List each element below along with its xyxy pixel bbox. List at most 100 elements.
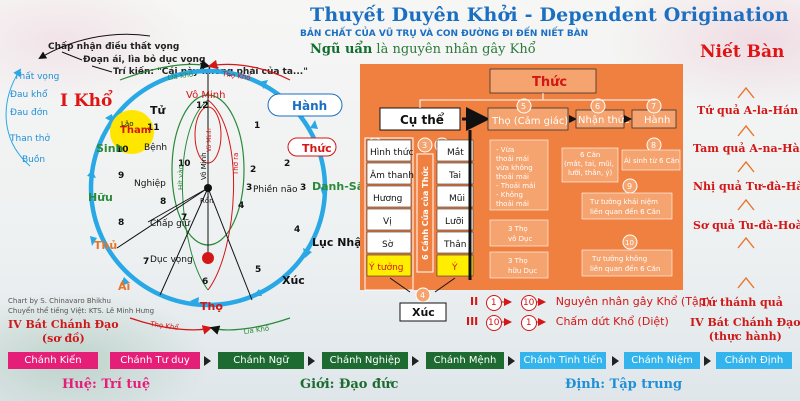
wheel-label-tho: Thọ [200,300,223,313]
flow-col3-label: 6 Cánh Cửa của Thức [420,166,430,260]
tham-label: Tham [120,125,151,136]
lia-kho-top-arc [119,59,211,81]
path-chanh-tu-duy: Chánh Tư duy [110,352,200,369]
quote-arrow-1 [38,33,151,60]
chap-giu-label: Chấp giữ [150,218,191,229]
wheel-label-ai: Ái [118,280,130,293]
lia-kho-bottom-label: Lìa Khổ [243,323,270,336]
path-chanh-tinh-tien: Chánh Tinh tiến [520,352,606,369]
nirvana-arrows [737,86,755,289]
wheel-num-9: 9 [118,171,124,181]
wheel-label-hanh: Hành [292,99,327,113]
lia-kho-bottom-arc [209,317,291,335]
inner-num-8: 8 [160,197,166,207]
tu-tuong-khong-num: 10 [625,239,634,247]
nghiep-label: Nghiệp [134,178,166,189]
flow-cu-the: Cụ thể [400,112,445,127]
quote-arrow-2 [61,51,83,61]
link-box-hanh: Hành [267,93,343,117]
wheel-num-8: 8 [118,218,124,228]
flow-xuc-num: 4 [420,291,425,300]
tho-kho-top-label: Thọ Khổ [221,69,252,82]
wheel-label-thuc: Thức [302,142,332,155]
object-4: Vị [383,217,392,227]
object-3: Hương [373,194,402,204]
link-box-thuc: Thức [287,137,337,157]
quote-2: Đoạn ái, lìa bỏ dục vọng [83,55,206,65]
legend-tap-text: Nguyên nhân gây Khổ (Tập) [555,295,710,308]
flow-nhan-thuc-label: Nhận thức [578,114,630,126]
sense-4: Lưỡi [445,217,464,227]
quote-arrow-3 [91,65,113,73]
bat-chanh-dao-right: IV Bát Chánh Đạo (thực hành) [690,316,800,344]
ngu-uan-rest: là nguyên nhân gây Khổ [376,42,536,57]
wheel-label-tu: Tử [150,104,167,117]
credits: Chart by S. Chinavaro Bhikhu Chuyển thể … [8,296,154,316]
sense-5: Thân [443,240,466,250]
tu-tuong-niem-num: 9 [627,182,632,191]
col-senses-cells [436,139,474,277]
stage-a-na-ham: Tam quả A-na-Hàm [693,142,800,155]
wheel-label-vo-minh: Vô Minh [186,89,225,101]
tho-kho-top-arc [207,59,291,81]
sense-6: Ý [451,261,458,273]
flow-col3-num: 3 [422,141,427,150]
chain-dau-don: Đau đớn [10,108,48,118]
wheel-num-5: 5 [255,265,261,275]
sau-can: 6 Căn(mắt, tai, mũi,lưỡi, thân, ý) [564,151,614,177]
wheel-arrows [87,80,328,305]
chain-dau-kho: Đau khổ [10,90,48,100]
chain-that-vong: Thất vọng [14,72,60,82]
legend-tap: II 1 10 Nguyên nhân gây Khổ (Tập) [470,295,710,311]
wheel-num-1: 1 [254,121,260,131]
bat-chanh-dao-right-title: IV Bát Chánh Đạo [690,316,800,329]
bat-chanh-dao-left-title: IV Bát Chánh Đạo [8,318,119,331]
legend-diet-roman: III [466,315,479,328]
path-arrow-2 [308,356,315,366]
path-arrow-4 [508,356,515,366]
wheel-label-thu: Thủ [94,239,117,252]
credit-author: Chart by S. Chinavaro Bhikhu [8,297,111,305]
wheel-num-6: 6 [202,277,208,287]
flow-hanh-num: 7 [651,102,656,111]
inner-num-10: 10 [178,159,191,169]
wheel-outer-ring [88,68,328,308]
stage-a-la-han: Tứ quả A-la-Hán [697,104,799,117]
bat-chanh-dao-left: IV Bát Chánh Đạo (sơ đồ) [8,318,119,346]
inner-num-7: 7 [181,213,187,223]
tham-circle [110,110,154,154]
wheel-num-2: 2 [284,159,290,169]
object-6: Ý tưởng [368,261,404,273]
path-arrow-3 [412,356,419,366]
wheel-label-luc-nhap: Lục Nhập [312,236,370,249]
inner-num-4: 4 [238,201,244,211]
col-objects-cells [366,139,412,277]
chain-buon: Buồn [22,155,46,165]
ai-sinh-label: Ái sinh từ 6 Căn [624,156,679,165]
wheel-label-huu: Hữu [88,191,113,204]
wheel-num-3: 3 [300,183,306,193]
tho-kho-bottom-arc [129,317,213,335]
legend-diet-text: Chấm dứt Khổ (Diệt) [555,315,669,328]
red-dot [202,252,214,264]
lao-label: Lão [121,120,133,128]
chain-than-tho: Than thở [10,134,51,144]
hit-vao-label: Hít vào [177,165,185,190]
lia-kho-top-label: Lìa Khổ [167,69,194,82]
wheel-label-xuc: Xúc [282,274,305,287]
path-arrow-1 [204,356,211,366]
wheel-num-4: 4 [294,225,300,235]
flow-hanh-label: Hành [644,114,670,126]
page-title: Thuyết Duyên Khởi - Dependent Originatio… [310,4,789,26]
sense-2: Tai [448,171,461,181]
stage-tu-da-hoan: Sơ quả Tu-đà-Hoàn [693,219,800,232]
duc-vong-label: Dục vọng [150,255,193,265]
credit-translator: Chuyển thể tiếng Việt: KTS. Lê Minh Hưng [8,307,155,315]
vo-minh-vertical: Vô Minh [200,152,208,180]
object-2: Âm thanh [370,169,414,181]
sense-3: Mũi [449,194,465,204]
path-chanh-menh: Chánh Mệnh [426,352,504,369]
